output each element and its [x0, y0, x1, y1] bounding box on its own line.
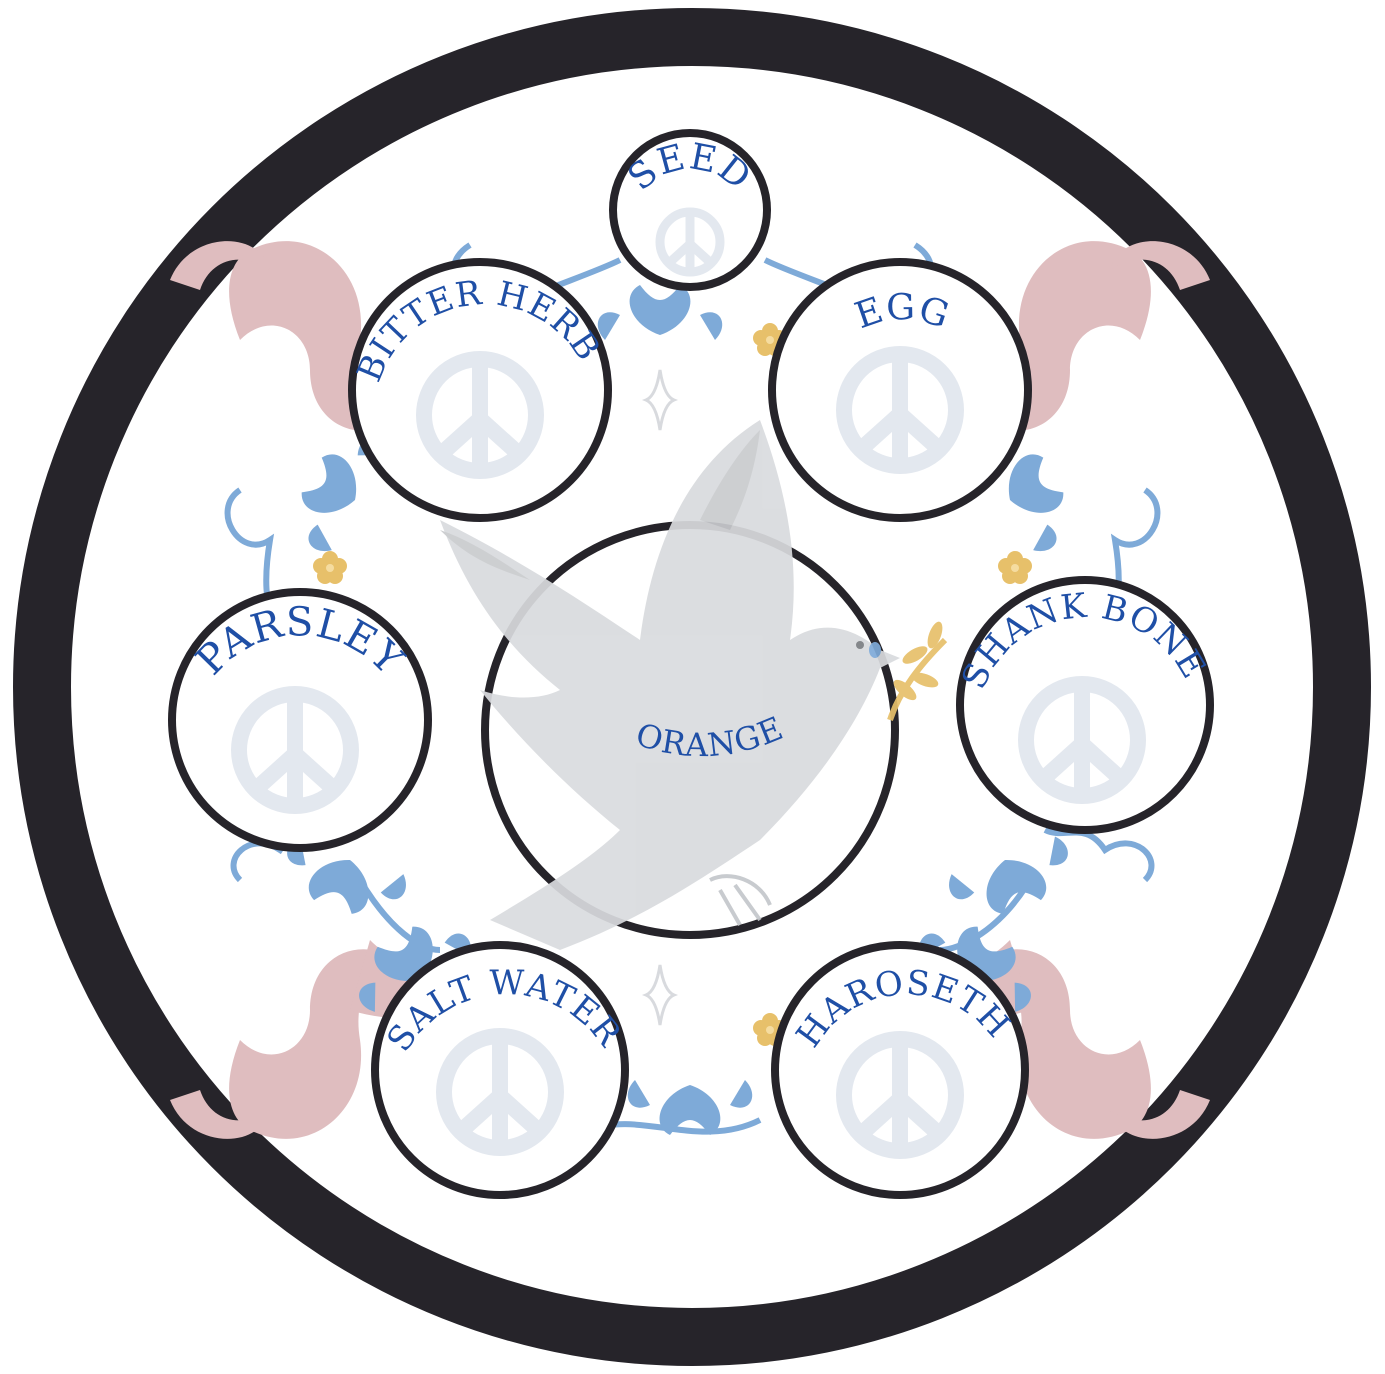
- slot-egg: EGG: [772, 262, 1028, 518]
- slot-bitter-herb: BITTER HERB: [349, 262, 608, 518]
- slot-shank-bone: SHANK BONE: [954, 580, 1214, 830]
- slot-parsley: PARSLEY: [172, 592, 428, 848]
- slot-seed: SEED: [613, 133, 767, 287]
- slot-salt-water: SALT WATER: [375, 945, 630, 1195]
- slot-haroseth: HAROSETH: [775, 945, 1025, 1195]
